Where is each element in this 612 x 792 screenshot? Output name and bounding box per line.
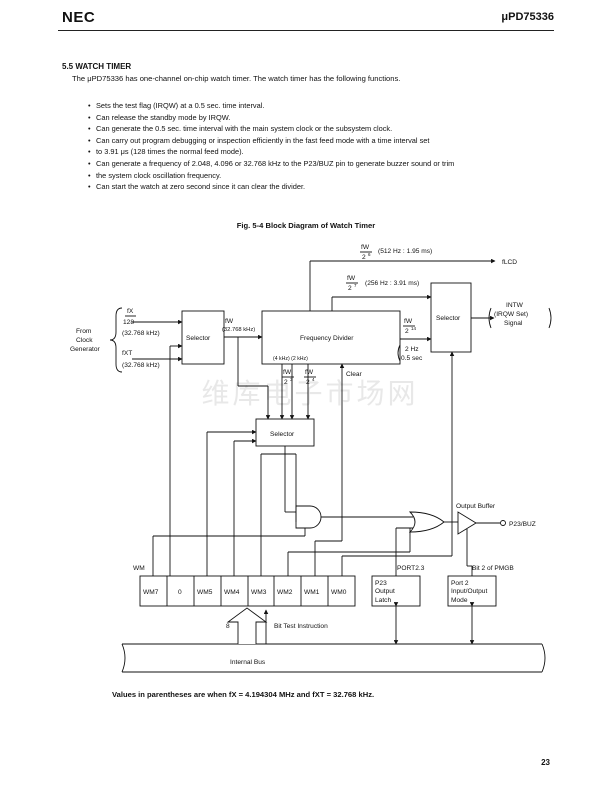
p23-buz-label: P23/BUZ — [509, 521, 536, 528]
fxt-freq: (32.768 kHz) — [122, 362, 160, 369]
signal-label: Signal — [504, 320, 523, 327]
fw-2-4-num: fW — [305, 369, 314, 376]
from-clock-gen-2: Clock — [76, 337, 93, 344]
fw-2-4-den: 2 — [306, 379, 310, 386]
bit2-pmgb-label: Bit 2 of PMGB — [472, 565, 514, 572]
output-buffer-symbol — [457, 511, 477, 535]
wm-bit-3: WM3 — [251, 589, 267, 596]
part-number: μPD75336 — [501, 11, 554, 23]
clock-brace — [109, 307, 123, 373]
port2-mode-2: Input/Output — [451, 588, 487, 595]
selector-left-label: Selector — [186, 335, 211, 342]
fx-den: 128 — [123, 319, 134, 326]
fw-2-14-exp: 14 — [411, 326, 417, 331]
figure-title: Fig. 5-4 Block Diagram of Watch Timer — [236, 221, 376, 230]
bus-width-label: 8 — [226, 623, 230, 630]
freq-512-label: (512 Hz : 1.95 ms) — [378, 248, 432, 255]
from-clock-gen-1: From — [76, 328, 92, 335]
fw-2-3-exp: 3 — [290, 377, 293, 382]
fw-2-7-den: 2 — [348, 285, 352, 292]
wm-bus-arrow — [226, 607, 268, 644]
wm-bit-6: 0 — [178, 589, 182, 596]
watch-timer-block-diagram: fW 2 6 (512 Hz : 1.95 ms) fLCD fW 2 7 (2… — [70, 244, 552, 673]
port23-label: PORT2.3 — [397, 565, 425, 572]
list-item: Can start the watch at zero second since… — [88, 181, 454, 193]
from-clock-gen-3: Generator — [70, 346, 100, 353]
wm-bit-1: WM1 — [304, 589, 320, 596]
sec-05-label: 0.5 sec — [401, 355, 423, 362]
header-rule — [58, 30, 554, 31]
fw-2-4-exp: 4 — [312, 377, 315, 382]
fw-2-6-exp: 6 — [368, 252, 371, 257]
wm-register — [139, 575, 356, 607]
frequency-divider-label: Frequency Divider — [300, 335, 354, 342]
fw-2-3-den: 2 — [284, 379, 288, 386]
clear-label: Clear — [346, 371, 363, 378]
wm-bit-4: WM4 — [224, 589, 240, 596]
fw-2-7-exp: 7 — [354, 283, 357, 288]
flcd-label: fLCD — [502, 259, 517, 266]
fw-2-3-num: fW — [283, 369, 292, 376]
nec-logo: NEC — [62, 9, 96, 26]
p23-latch-2: Output — [375, 588, 395, 595]
selector-left-box — [181, 310, 225, 365]
fw-2-7-num: fW — [347, 275, 356, 282]
freq-256-label: (256 Hz : 3.91 ms) — [365, 280, 419, 287]
bit-test-label: Bit Test Instruction — [274, 623, 328, 630]
wm-bit-0: WM0 — [331, 589, 347, 596]
p23-latch-1: P23 — [375, 580, 387, 587]
list-item-continuation: Can release the standby mode by IRQW. — [88, 112, 454, 124]
list-item-text: to 3.91 μs (128 times the normal feed mo… — [96, 147, 244, 157]
fxt-label: fXT — [122, 350, 132, 357]
fw-2-14-den: 2 — [405, 328, 409, 335]
fw-2-14-num: fW — [404, 318, 413, 325]
list-item-text: Can release the standby mode by IRQW. — [96, 112, 231, 122]
list-item: Can carry out program debugging or inspe… — [88, 135, 454, 147]
section-intro: The μPD75336 has one-channel on-chip wat… — [72, 74, 401, 83]
list-item: Sets the test flag (IRQW) at a 0.5 sec. … — [88, 100, 454, 112]
figure-footnote: Values in parentheses are when fX = 4.19… — [112, 690, 375, 699]
wm-bit-2: WM2 — [277, 589, 293, 596]
watermark: 维库电子市场网 — [201, 377, 419, 410]
selector-right-label: Selector — [436, 315, 461, 322]
divider-taps-label: (4 kHz) (2 kHz) — [273, 356, 308, 362]
irqw-set-label: (IRQW Set) — [494, 311, 528, 318]
internal-bus — [121, 643, 546, 673]
intw-label: INTW — [506, 302, 524, 309]
output-buffer-label: Output Buffer — [456, 503, 496, 510]
section-title: 5.5 WATCH TIMER — [62, 62, 132, 71]
list-item: Can generate a frequency of 2.048, 4.096… — [88, 158, 454, 170]
fw-2-6-den: 2 — [362, 254, 366, 261]
hz-2-label: 2 Hz — [405, 346, 419, 353]
fx-freq: (32.768 kHz) — [122, 330, 160, 337]
p23-latch-3: Latch — [375, 597, 391, 604]
list-item-continuation: to 3.91 μs (128 times the normal feed mo… — [88, 146, 454, 158]
wm-bit-5: WM5 — [197, 589, 213, 596]
wm-label: WM — [133, 565, 145, 572]
fw-label: fW — [225, 318, 234, 325]
feature-list: Sets the test flag (IRQW) at a 0.5 sec. … — [88, 100, 454, 193]
and-gate — [295, 505, 322, 529]
port2-mode-3: Mode — [451, 597, 468, 604]
list-item-text: the system clock oscillation frequency. — [96, 170, 222, 180]
fw-freq-label: (32.768 kHz) — [222, 327, 255, 333]
or-gate — [408, 511, 445, 533]
wm-bit-7: WM7 — [143, 589, 159, 596]
fw-2-6-num: fW — [361, 244, 370, 251]
selector-middle-label: Selector — [270, 431, 295, 438]
port2-mode-1: Port 2 — [451, 580, 469, 587]
fx-num: fX — [127, 308, 134, 315]
page-number: 23 — [541, 758, 550, 767]
list-item: Can generate the 0.5 sec. time interval … — [88, 123, 454, 135]
list-item-continuation: the system clock oscillation frequency. — [88, 170, 454, 182]
internal-bus-label: Internal Bus — [230, 659, 266, 666]
